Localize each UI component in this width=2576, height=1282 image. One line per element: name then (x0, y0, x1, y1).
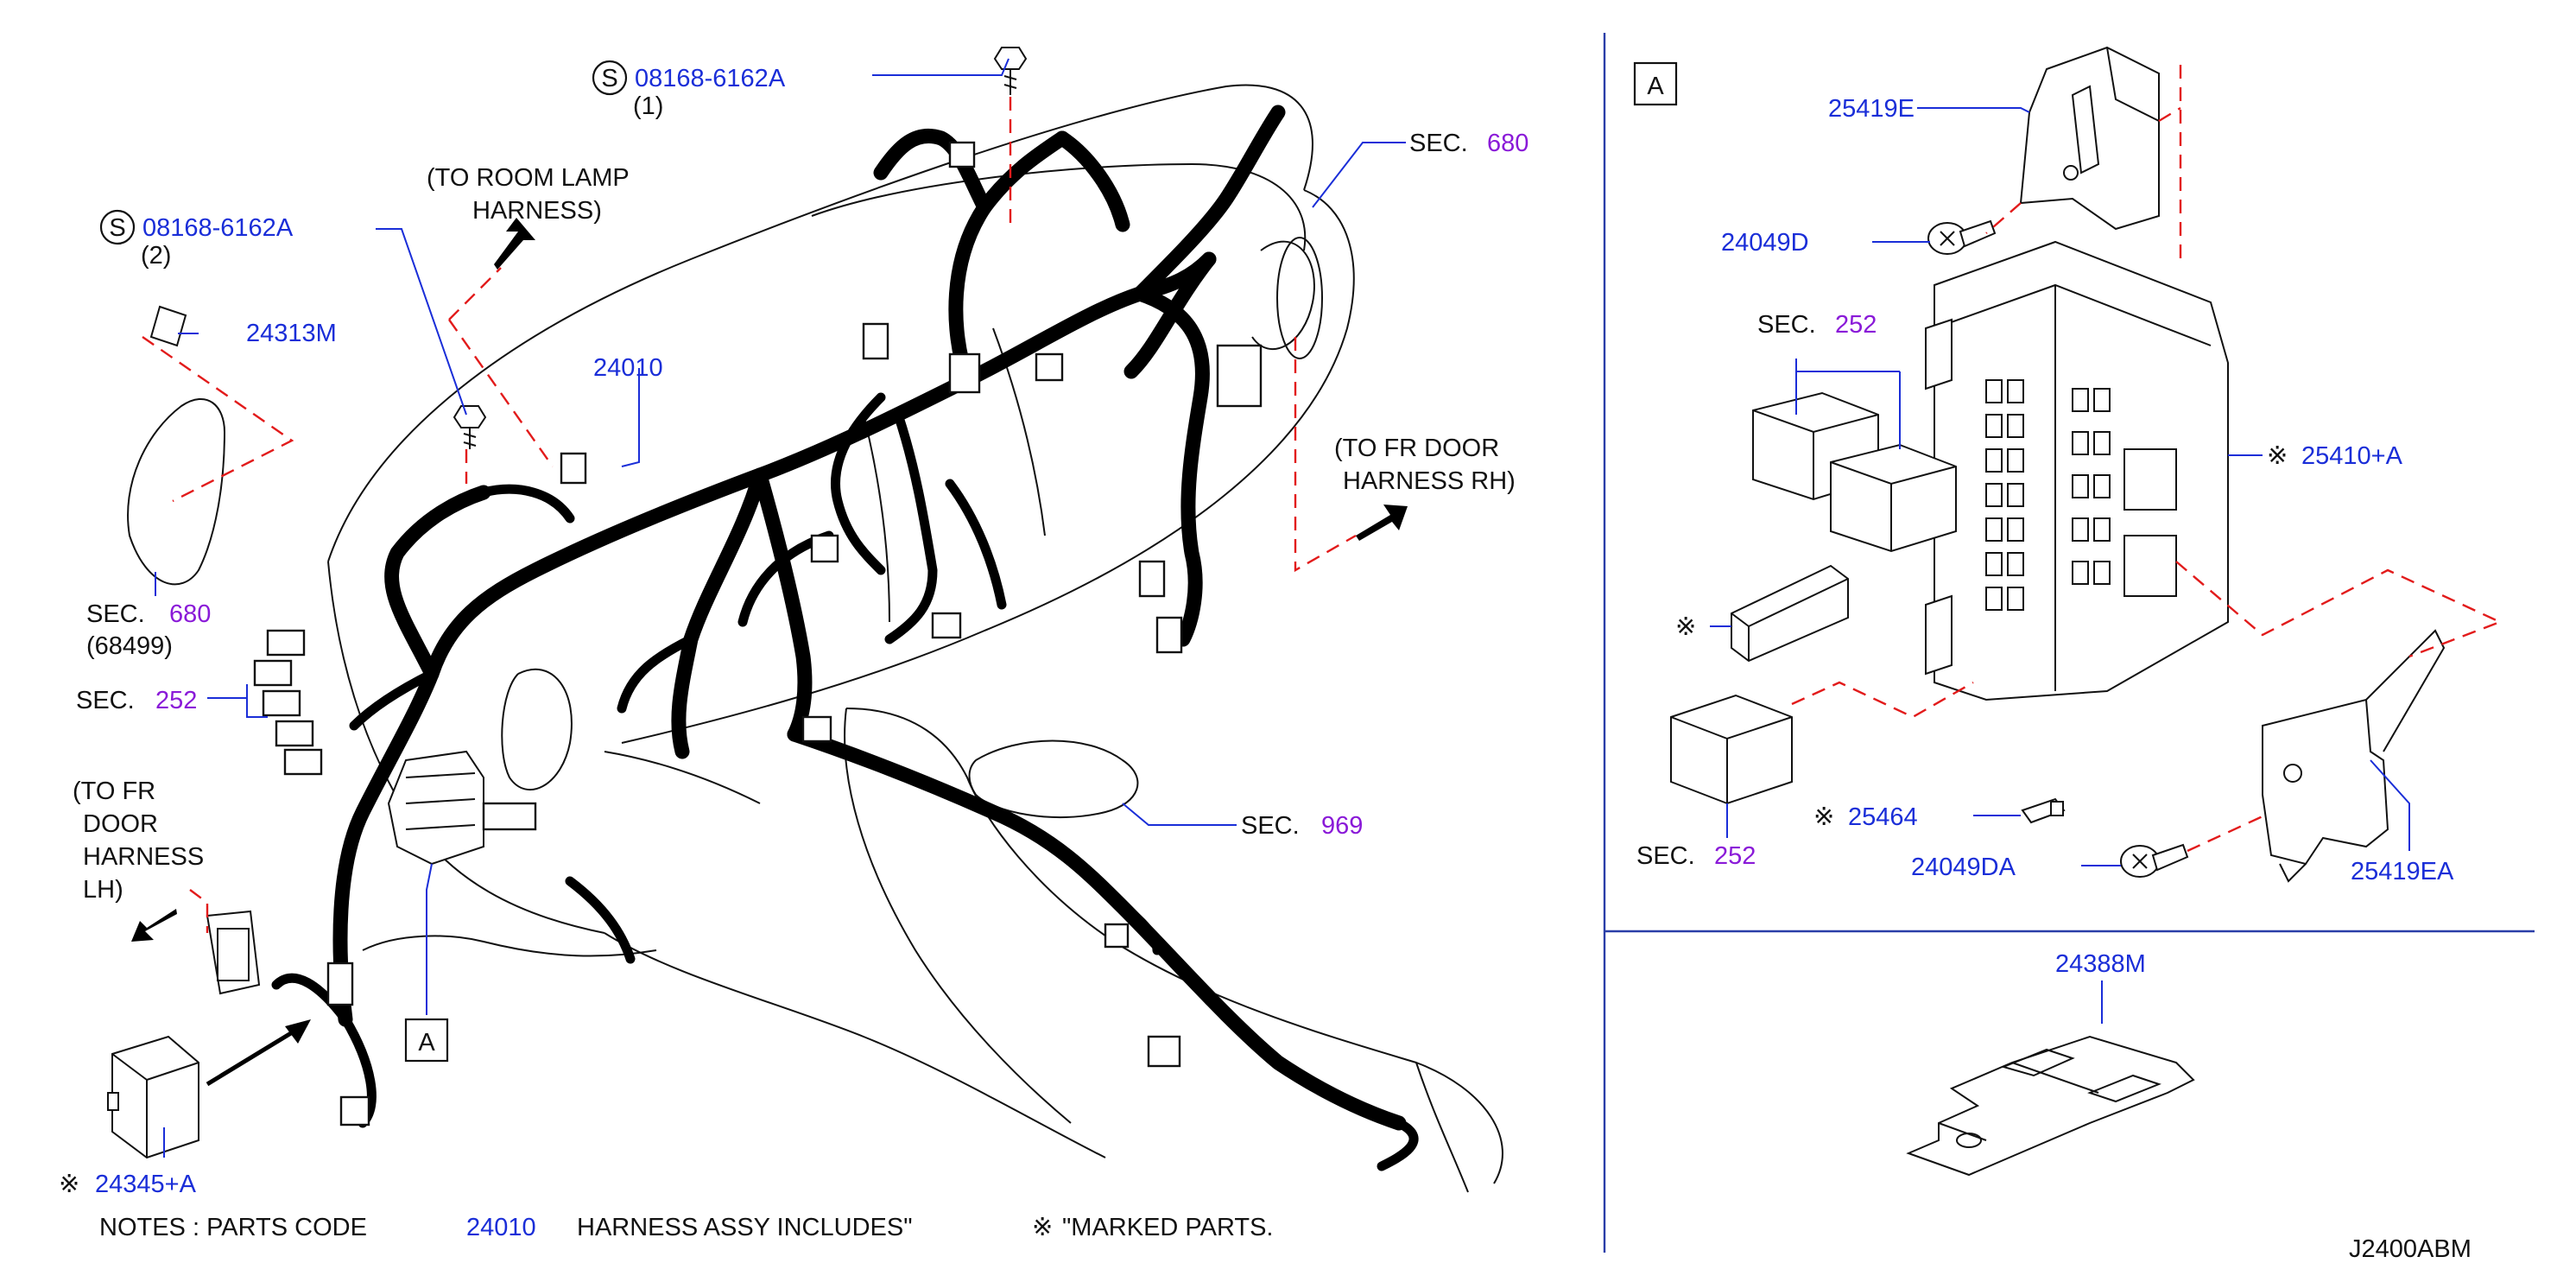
callout-sec-252-left: SEC. 252 (76, 687, 197, 714)
part-24049D[interactable]: 24049D (1721, 229, 1809, 257)
sec-252-bottom-label: SEC. (1636, 842, 1695, 870)
part-25464[interactable]: 25464 (1848, 803, 1918, 831)
sec-969-label: SEC. (1241, 812, 1300, 840)
relay-sec-252-bottom (1670, 694, 1793, 805)
diagram-code: J2400ABM (2349, 1235, 2472, 1263)
notes-marker: ※ (1032, 1214, 1053, 1241)
24345A-marker: ※ (59, 1171, 79, 1198)
sec-680-left-label: SEC. (86, 600, 145, 628)
fr-door-rh-line1: (TO FR DOOR (1334, 435, 1499, 462)
part-24345A[interactable]: 24345+A (95, 1171, 197, 1198)
relay-pair-sec-252 (1752, 391, 1957, 553)
bolt-1-part-number[interactable]: 08168-6162A (635, 65, 786, 92)
fr-door-lh-line3: HARNESS (83, 843, 204, 871)
arrow-24345A (206, 1019, 311, 1087)
bracket-24388M (1906, 1035, 2195, 1177)
callout-bolt-2: S 08168-6162A (2) (99, 209, 294, 270)
sec-680-left-number[interactable]: 680 (169, 600, 211, 628)
arrow-fr-door-rh (1356, 505, 1408, 541)
fr-door-lh-line1: (TO FR (73, 777, 155, 805)
part-24313M[interactable]: 24313M (246, 320, 337, 347)
part-25419E[interactable]: 25419E (1828, 95, 1915, 123)
callout-sec-252-bottom: SEC. 252 (1636, 842, 1756, 870)
bolt-1-symbol: S (601, 65, 617, 92)
sec-252-left-number[interactable]: 252 (155, 687, 197, 714)
relay-24345A (107, 1035, 199, 1159)
fuse-block-on-harness (387, 750, 537, 866)
callout-sec-680-left: SEC. 680 (68499) (86, 600, 211, 660)
part-25419EA[interactable]: 25419EA (2351, 858, 2454, 885)
sec-680-panel-piece (127, 305, 226, 586)
notes-suffix: HARNESS ASSY INCLUDES" (577, 1214, 913, 1241)
callout-24345A: ※ 24345+A (59, 1171, 197, 1198)
bolt-2-qty: (2) (141, 242, 171, 270)
box-a-marker: A (404, 1018, 449, 1063)
clip-marker: ※ (1675, 613, 1696, 641)
part-24010[interactable]: 24010 (593, 354, 663, 382)
fuse-25464 (2021, 797, 2066, 824)
sec-680-top-number[interactable]: 680 (1487, 130, 1529, 157)
sec-252-top-number[interactable]: 252 (1835, 311, 1877, 339)
room-lamp-line2: HARNESS) (472, 197, 602, 225)
screw-24049D (1927, 219, 1997, 255)
bracket-25419E (2019, 46, 2160, 231)
part-24388M[interactable]: 24388M (2055, 950, 2146, 978)
box-a-letter: A (418, 1029, 435, 1057)
bolt-1-qty: (1) (633, 92, 663, 120)
screw-24049DA (2120, 843, 2189, 878)
callout-sec-680-top: SEC. 680 (1409, 130, 1529, 157)
notes-prefix: NOTES : PARTS CODE (99, 1214, 367, 1241)
callout-bolt-1: S 08168-6162A (1) (592, 60, 786, 120)
notes-code[interactable]: 24010 (466, 1214, 536, 1241)
callout-sec-252-top: SEC. 252 (1757, 311, 1877, 339)
left-leader-lines (155, 58, 1406, 1158)
fuse-slots (1985, 379, 2177, 611)
notes-line: NOTES : PARTS CODE 24010 HARNESS ASSY IN… (99, 1214, 1274, 1241)
fuse-block-25410A (1925, 240, 2229, 701)
panel-a-dashed-guides (1791, 65, 2503, 853)
bolt-top (993, 47, 1028, 95)
sec-969-number[interactable]: 969 (1321, 812, 1363, 840)
callout-fr-door-rh: (TO FR DOOR HARNESS RH) (1334, 435, 1516, 495)
25464-marker: ※ (1813, 803, 1834, 831)
callout-25410A: ※ 25410+A (2267, 442, 2403, 470)
sec-252-top-label: SEC. (1757, 311, 1816, 339)
arrow-room-lamp (494, 218, 535, 270)
room-lamp-line1: (TO ROOM LAMP (427, 164, 630, 192)
callout-sec-969: SEC. 969 (1241, 812, 1363, 840)
main-harness-24010 (271, 105, 1419, 1171)
sec-252-left-label: SEC. (76, 687, 135, 714)
bracket-25419EA (2262, 629, 2446, 883)
sec-252-bottom-number[interactable]: 252 (1714, 842, 1756, 870)
notes-marked: "MARKED PARTS. (1062, 1214, 1274, 1241)
part-24049DA[interactable]: 24049DA (1911, 854, 2016, 881)
panel-a-tag: A (1633, 61, 1678, 106)
panel-a-leader-lines (1710, 107, 2410, 866)
s-symbol-1 (592, 60, 628, 96)
bolt-2-part-number[interactable]: 08168-6162A (142, 214, 294, 242)
left-dashed-guides (142, 97, 1357, 933)
sec-680-top-label: SEC. (1409, 130, 1468, 157)
s-symbol-2 (99, 209, 136, 245)
sec-680-left-sub: (68499) (86, 632, 173, 660)
bolt-2-symbol: S (109, 214, 125, 242)
fr-door-lh-line4: LH) (83, 876, 123, 904)
fr-door-lh-line2: DOOR (83, 810, 158, 838)
panel-a-letter: A (1647, 73, 1664, 100)
arrow-fr-door-lh (131, 909, 177, 942)
clip-marked (1731, 564, 1849, 663)
25410A-marker: ※ (2267, 442, 2288, 470)
callout-25464: ※ 25464 (1813, 803, 1918, 831)
bolt-left (453, 405, 487, 449)
callout-fr-door-lh: (TO FR DOOR HARNESS LH) (73, 777, 204, 904)
part-25410A[interactable]: 25410+A (2301, 442, 2403, 470)
fr-door-lh-connector (206, 910, 261, 995)
harness-connectors (253, 141, 1263, 1127)
callout-room-lamp: (TO ROOM LAMP HARNESS) (427, 164, 630, 225)
fr-door-rh-line2: HARNESS RH) (1343, 467, 1516, 495)
